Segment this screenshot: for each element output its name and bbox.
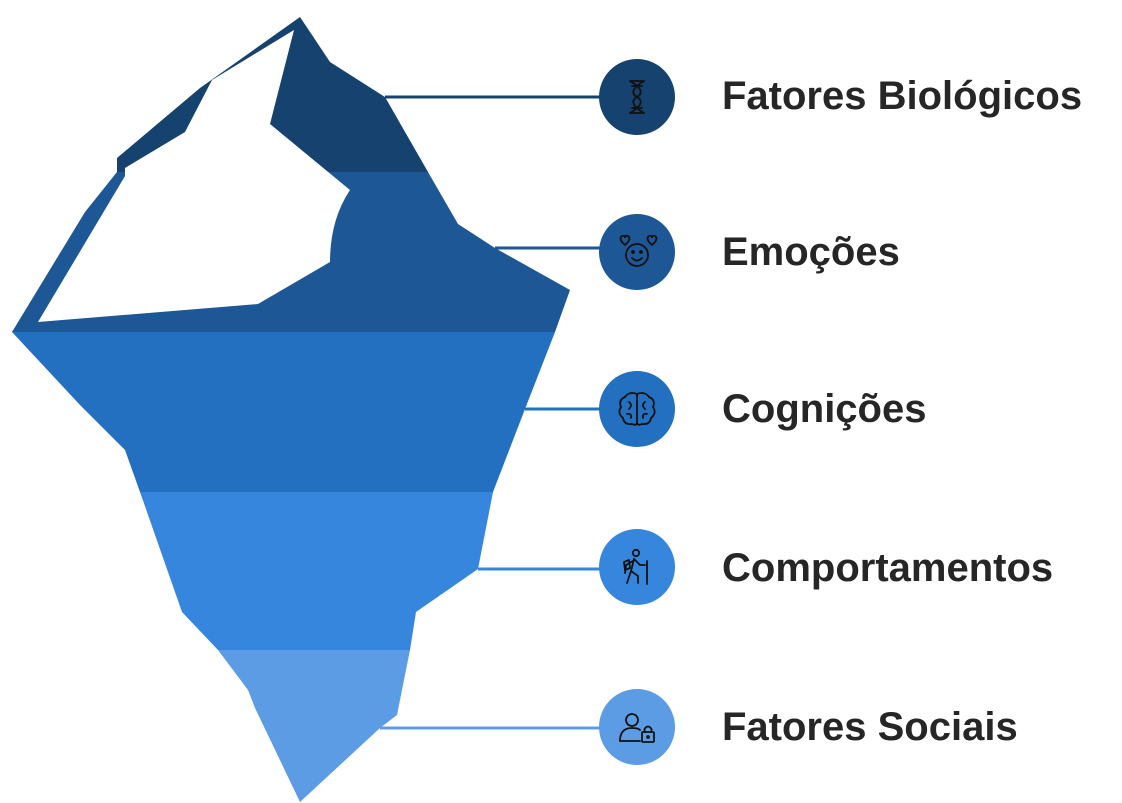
hiker-icon [599,529,675,605]
smiley-hearts-icon [599,214,675,290]
dna-icon [599,59,675,135]
label-fatores-sociais: Fatores Sociais [722,705,1018,749]
iceberg-snow-cap [38,30,350,322]
label-emocoes: Emoções [722,230,900,274]
iceberg-layer-3 [12,332,555,492]
brain-icon [599,371,675,447]
iceberg-layer-5 [218,650,410,802]
user-lock-icon [599,689,675,765]
label-cognicoes: Cognições [722,387,927,431]
label-fatores-biologicos: Fatores Biológicos [722,74,1083,118]
iceberg-layer-4 [140,492,493,650]
label-comportamentos: Comportamentos [722,546,1054,590]
